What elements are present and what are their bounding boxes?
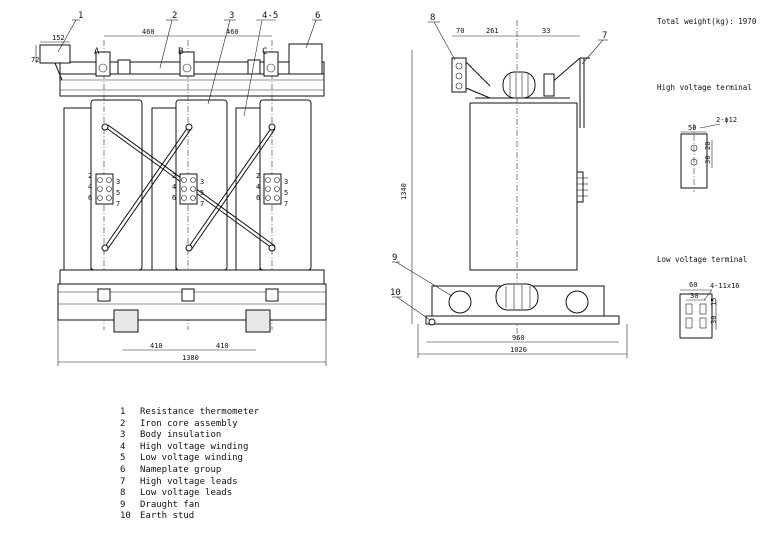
callout-9: 9	[392, 253, 397, 263]
lv-terminal-title: Low voltage terminal	[657, 255, 747, 264]
callout-2: 2	[172, 11, 177, 21]
tap-block-b	[179, 173, 198, 205]
dim-152: 152	[52, 34, 65, 42]
svg-text:7: 7	[284, 200, 288, 208]
wheel-left	[113, 309, 139, 333]
dim-1340: 1340	[400, 183, 408, 200]
callout-4-5: 4-5	[262, 11, 278, 21]
front-view: 2 4 6 3 5 7 2 4 6 3 5 7 2 4 6 3 5 7	[31, 11, 327, 366]
hv-terminals	[95, 51, 279, 77]
lv-leads	[451, 57, 491, 99]
callout-3: 3	[229, 11, 234, 21]
svg-text:30: 30	[704, 156, 712, 164]
tap-labels: 2 4 6 3 5 7 2 4 6 3 5 7 2 4 6 3 5 7	[88, 172, 288, 208]
svg-text:2: 2	[256, 172, 260, 180]
dim-72: 72	[31, 56, 39, 64]
total-weight: Total weight(kg): 1970	[657, 17, 757, 26]
svg-text:4: 4	[256, 183, 260, 191]
callout-6: 6	[315, 11, 320, 21]
callout-1: 1	[78, 11, 83, 21]
svg-text:6: 6	[88, 194, 92, 202]
svg-text:7: 7	[116, 200, 120, 208]
svg-text:50: 50	[688, 124, 696, 132]
svg-text:30: 30	[710, 316, 718, 324]
tap-block-c	[263, 173, 282, 205]
svg-text:5: 5	[116, 189, 120, 197]
svg-text:3: 3	[200, 178, 204, 186]
svg-text:20: 20	[704, 142, 712, 150]
svg-text:2: 2	[172, 172, 176, 180]
svg-text:3: 3	[284, 178, 288, 186]
dim-261: 261	[486, 27, 499, 35]
callout-10: 10	[390, 288, 401, 298]
phase-b-label: B	[178, 47, 183, 57]
svg-text:5: 5	[200, 189, 204, 197]
callout-7: 7	[602, 31, 607, 41]
dim-460-left: 460	[142, 28, 155, 36]
draught-fan-right	[565, 290, 589, 314]
earth-stud	[428, 318, 436, 326]
draught-fan-left	[448, 290, 472, 314]
nameplate	[288, 43, 323, 75]
phase-c-label: C	[262, 47, 267, 57]
svg-text:2: 2	[88, 172, 92, 180]
svg-text:15: 15	[710, 298, 718, 306]
side-view: 70 261 33 1340 960 1020 8 7 9 10	[390, 13, 628, 358]
svg-text:2-ϕ12: 2-ϕ12	[716, 116, 737, 124]
dim-1380: 1380	[182, 354, 199, 362]
dim-960: 960	[512, 334, 525, 342]
svg-text:6: 6	[172, 194, 176, 202]
tap-block-a	[95, 173, 114, 205]
svg-text:4: 4	[172, 183, 176, 191]
phase-a-label: A	[94, 47, 100, 57]
dim-410-right: 410	[216, 342, 229, 350]
callout-8: 8	[430, 13, 435, 23]
svg-text:4: 4	[88, 183, 92, 191]
hv-terminal-detail: 50 2-ϕ12 20 30	[680, 116, 737, 192]
resistance-thermometer	[39, 44, 71, 64]
coil-c	[235, 40, 312, 330]
dim-410-left: 410	[150, 342, 163, 350]
side-fin	[576, 171, 588, 203]
dim-33: 33	[542, 27, 550, 35]
svg-text:60: 60	[689, 281, 697, 289]
lv-terminal-detail: 60 30 4-11x16 15 30	[679, 281, 740, 339]
svg-text:4-11x16: 4-11x16	[710, 282, 740, 290]
svg-text:3: 3	[116, 178, 120, 186]
hv-leads	[543, 57, 590, 128]
hv-terminal-title: High voltage terminal	[657, 83, 752, 92]
dim-1020: 1020	[510, 346, 527, 354]
wheel-right	[245, 309, 271, 333]
notes: Total weight(kg): 1970 High voltage term…	[657, 17, 757, 264]
svg-text:30: 30	[690, 292, 698, 300]
dim-70: 70	[456, 27, 464, 35]
svg-text:6: 6	[256, 194, 260, 202]
dim-460-right: 460	[226, 28, 239, 36]
svg-text:5: 5	[284, 189, 288, 197]
svg-text:7: 7	[200, 200, 204, 208]
